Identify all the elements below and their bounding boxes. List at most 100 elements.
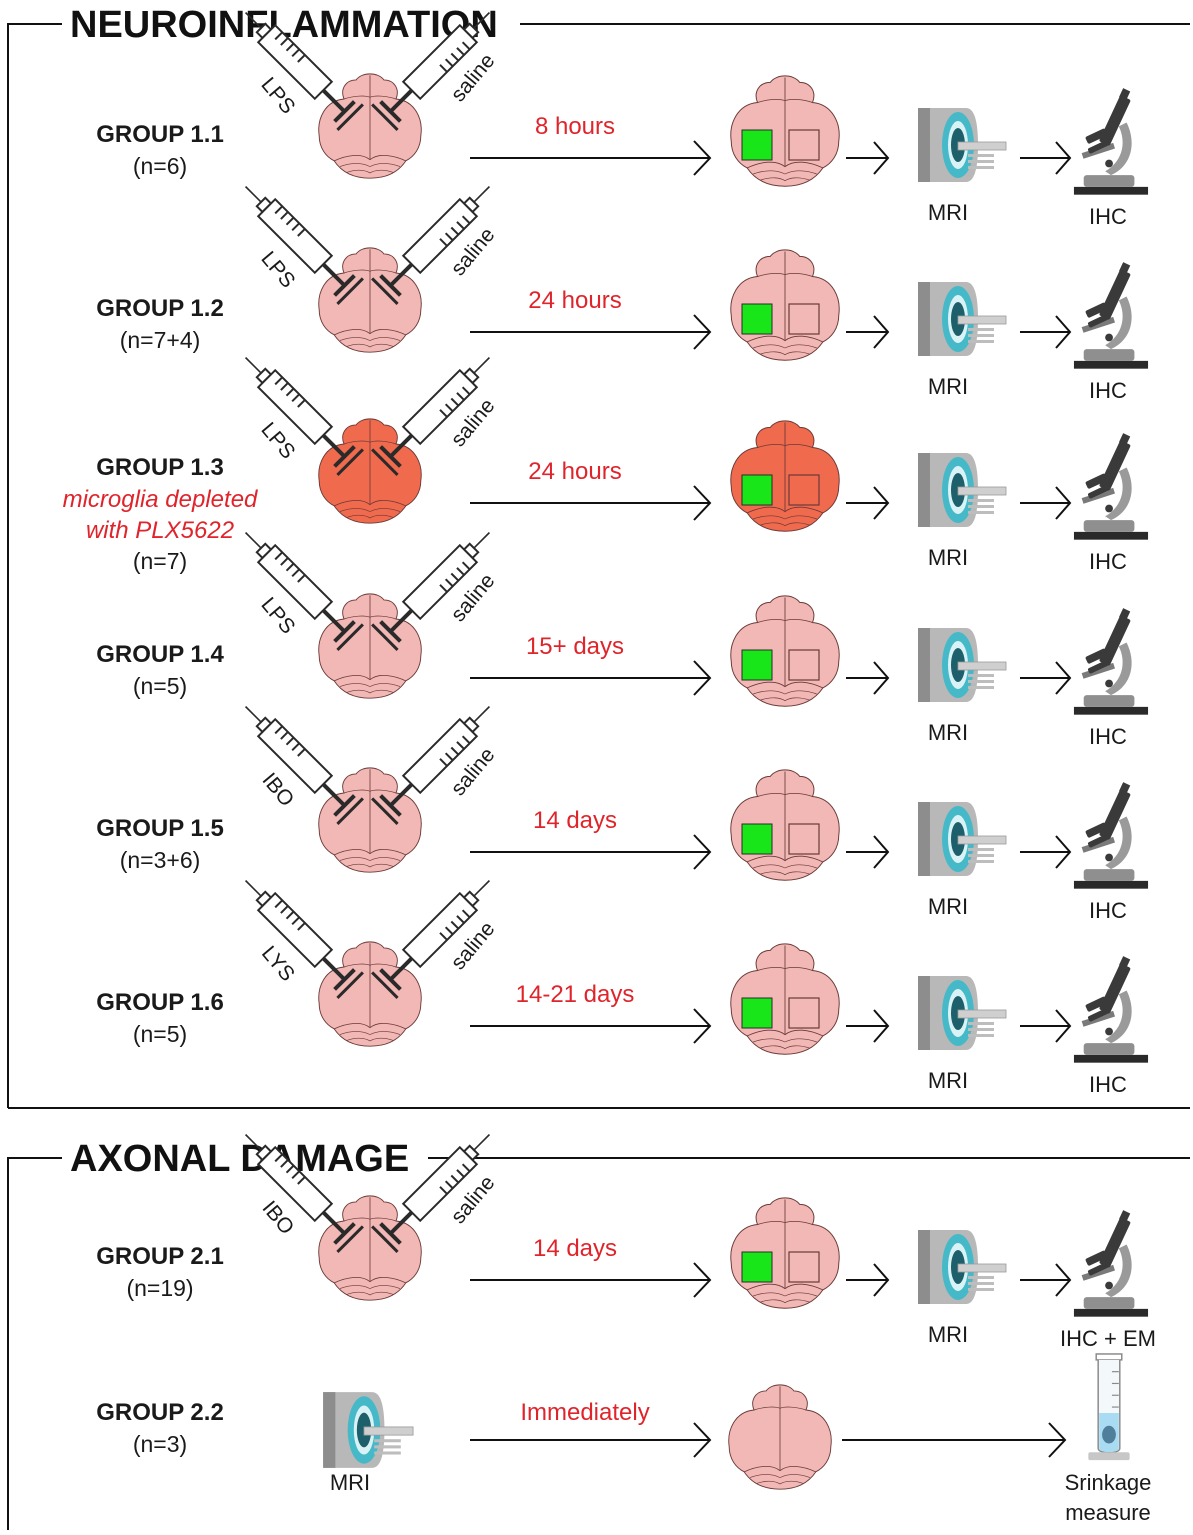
group-2-2-row: GROUP 2.2(n=3)MRIImmediatelySrinkagemeas… [96, 1354, 1151, 1525]
left-syringe-icon [233, 345, 363, 475]
section-title: AXONAL DAMAGE [70, 1138, 409, 1180]
short-arrow [846, 487, 888, 519]
short-arrow [1020, 142, 1070, 174]
left-injection-label: IBO [258, 1197, 299, 1240]
arrow [470, 1009, 710, 1043]
mri-caption: MRI [330, 1470, 370, 1495]
endpoint-caption: IHC + EM [1060, 1326, 1156, 1351]
mri-caption: MRI [928, 374, 968, 399]
group-count: (n=7+4) [120, 327, 201, 353]
group-note: microglia depleted [63, 486, 258, 513]
group-name: GROUP 1.3 [96, 454, 224, 481]
brain-icon [319, 74, 421, 178]
endpoint-caption: IHC [1089, 204, 1127, 229]
short-arrow [846, 142, 888, 174]
short-arrow [1020, 836, 1070, 868]
section-frame [8, 1158, 1190, 1530]
brain-icon [319, 594, 421, 698]
graduated-cylinder-icon [1088, 1354, 1129, 1460]
mri-scanner-icon [918, 282, 1006, 356]
mri-caption: MRI [928, 1068, 968, 1093]
short-arrow [1020, 1010, 1070, 1042]
arrow [470, 835, 710, 869]
short-arrow [846, 662, 888, 694]
time-label: 15+ days [526, 633, 624, 660]
group-count: (n=5) [133, 1021, 187, 1047]
microscope-icon [1074, 1210, 1148, 1316]
mri-scanner-icon [918, 802, 1006, 876]
microscope-icon [1074, 262, 1148, 368]
microscope-icon [1074, 956, 1148, 1062]
left-syringe [233, 345, 363, 475]
brain-icon [729, 1385, 831, 1489]
arrow [470, 1263, 710, 1297]
mri-caption: MRI [928, 894, 968, 919]
arrow [470, 1423, 710, 1457]
time-label: 24 hours [528, 458, 621, 485]
lesion-marker [742, 130, 772, 160]
group-count: (n=3+6) [120, 847, 201, 873]
time-label: Immediately [520, 1399, 649, 1426]
section-axonal-damage: AXONAL DAMAGEGROUP 2.1(n=19)IBOsaline14 … [8, 1122, 1190, 1530]
left-injection-label: LPS [256, 73, 299, 118]
left-syringe [233, 174, 363, 304]
left-injection-label: LPS [256, 247, 299, 292]
time-label: 14-21 days [516, 981, 635, 1008]
mri-scanner-icon [918, 108, 1006, 182]
time-label: 14 days [533, 807, 617, 834]
lesion-marker [742, 475, 772, 505]
microscope-icon [1074, 782, 1148, 888]
short-arrow [1020, 1264, 1070, 1296]
group-row: GROUP 1.3microglia depletedwith PLX5622(… [63, 345, 1148, 574]
short-arrow [846, 1264, 888, 1296]
left-syringe-icon [233, 694, 363, 824]
mri-scanner-icon [918, 628, 1006, 702]
group-count: (n=5) [133, 673, 187, 699]
short-arrow [1020, 316, 1070, 348]
mri-caption: MRI [928, 720, 968, 745]
microscope-icon [1074, 608, 1148, 714]
group-name: GROUP 1.1 [96, 121, 224, 148]
endpoint-caption: Srinkage [1065, 1470, 1152, 1495]
time-label: 8 hours [535, 113, 615, 140]
brain-icon [319, 1196, 421, 1300]
group-name: GROUP 1.4 [96, 641, 224, 668]
arrow [470, 315, 710, 349]
short-arrow [846, 1010, 888, 1042]
left-injection-label: LYS [257, 942, 299, 986]
mri-scanner-icon [918, 976, 1006, 1050]
group-name: GROUP 2.2 [96, 1399, 224, 1426]
endpoint-caption: measure [1065, 1500, 1151, 1525]
lesion-marker [742, 1252, 772, 1282]
arrow [470, 486, 710, 520]
lesion-marker [742, 998, 772, 1028]
mri-scanner-icon [918, 453, 1006, 527]
brain-icon [319, 942, 421, 1046]
endpoint-caption: IHC [1089, 1072, 1127, 1097]
group-name: GROUP 1.2 [96, 295, 224, 322]
left-injection-label: IBO [258, 769, 299, 812]
time-label: 24 hours [528, 287, 621, 314]
endpoint-caption: IHC [1089, 378, 1127, 403]
left-syringe [233, 694, 363, 824]
lesion-marker [742, 824, 772, 854]
mri-scanner-icon [918, 1230, 1006, 1304]
group-name: GROUP 1.6 [96, 989, 224, 1016]
group-name: GROUP 1.5 [96, 815, 224, 842]
mri-caption: MRI [928, 545, 968, 570]
endpoint-caption: IHC [1089, 724, 1127, 749]
arrow [470, 141, 710, 175]
lesion-marker [742, 650, 772, 680]
left-syringe-icon [233, 868, 363, 998]
left-injection-label: LPS [256, 418, 299, 463]
short-arrow [846, 316, 888, 348]
left-syringe-icon [233, 174, 363, 304]
endpoint-caption: IHC [1089, 549, 1127, 574]
brain-icon [319, 419, 421, 523]
group-count: (n=19) [126, 1275, 193, 1301]
short-arrow [846, 836, 888, 868]
group-row: GROUP 1.2(n=7+4)LPSsaline24 hoursMRIIHC [96, 174, 1148, 403]
